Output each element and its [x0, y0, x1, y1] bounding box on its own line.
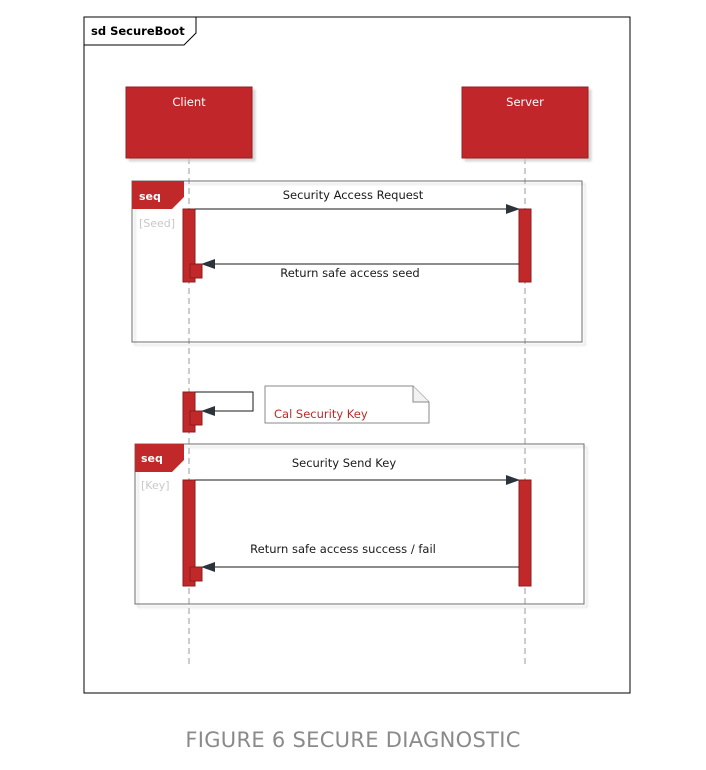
frame-title: sd SecureBoot — [91, 24, 185, 38]
message-label: Return safe access success / fail — [250, 542, 436, 556]
message-label: Return safe access seed — [280, 266, 419, 280]
message-arrow[interactable]: Security Send Key — [195, 456, 520, 485]
message-arrow[interactable]: Security Access Request — [195, 188, 520, 214]
message-label: Security Send Key — [292, 456, 397, 470]
server-activation — [518, 208, 532, 283]
note[interactable]: Cal Security Key — [264, 385, 430, 424]
client-activation-nested — [189, 263, 203, 279]
client-label: Client — [172, 95, 206, 109]
message-label: Security Access Request — [283, 188, 424, 202]
note-text: Cal Security Key — [274, 407, 368, 421]
seq-operator-label: seq — [141, 452, 163, 465]
figure-caption: FIGURE 6 SECURE DIAGNOSTIC — [185, 728, 521, 752]
return-message-arrow[interactable]: Return safe access success / fail — [201, 542, 519, 572]
server-label: Server — [506, 95, 544, 109]
guard-condition: [Seed] — [139, 217, 175, 230]
client-lifeline-head[interactable]: Client — [125, 86, 253, 159]
seq-fragment-seed: seq [Seed] — [131, 180, 583, 343]
return-message-arrow[interactable]: Return safe access seed — [201, 259, 519, 280]
seq-operator-label: seq — [139, 190, 161, 203]
guard-condition: [Key] — [141, 479, 170, 492]
client-activation — [182, 479, 196, 587]
server-lifeline-head[interactable]: Server — [461, 86, 589, 159]
client-activation-nested — [189, 410, 203, 426]
seq-fragment-key: seq [Key] — [134, 443, 585, 605]
self-message-arrow[interactable] — [195, 391, 254, 416]
server-activation — [518, 479, 532, 587]
client-activation-nested — [189, 566, 203, 582]
